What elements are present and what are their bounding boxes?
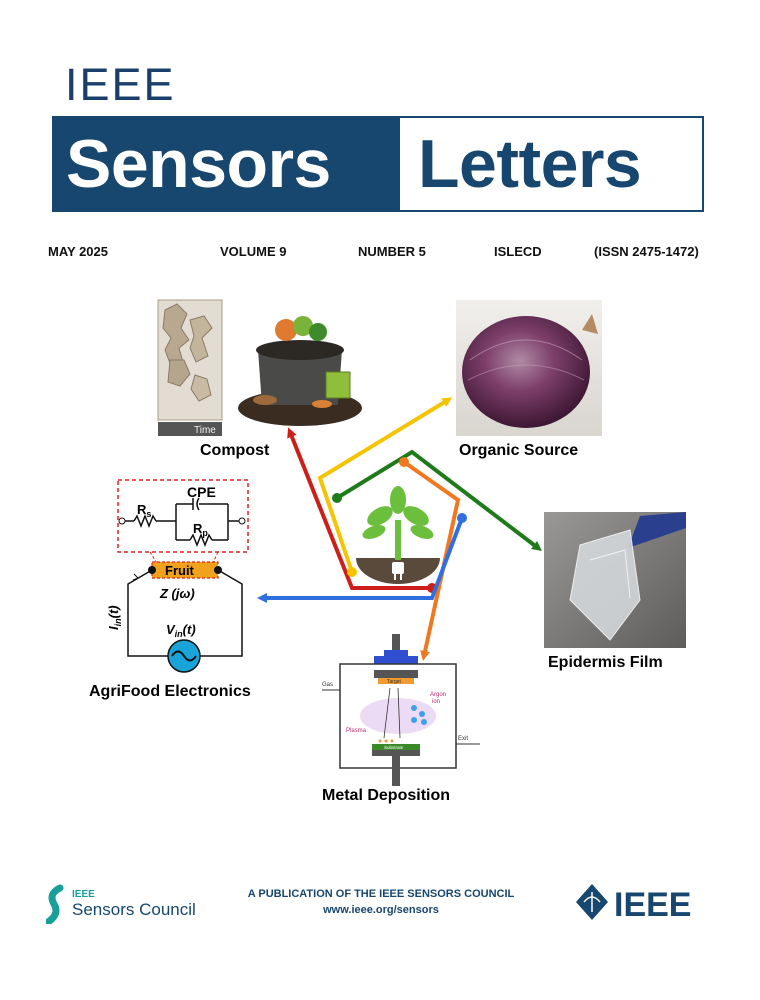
fruit-label: Fruit — [165, 563, 195, 578]
input-voltage-label: Vin(t) — [166, 622, 196, 639]
target-label: Target — [387, 679, 402, 685]
gas-label: Gas — [322, 682, 333, 688]
issue-code: ISLECD — [494, 244, 542, 259]
council-name-text: Sensors Council — [72, 900, 196, 919]
onion-photo — [456, 300, 602, 436]
arrow-red — [287, 427, 432, 590]
sensors-council-swoosh-icon — [46, 884, 64, 924]
impedance-label: Z (jω) — [159, 586, 195, 601]
compost-illustration — [157, 299, 362, 436]
substrate-label: Substrate — [384, 745, 404, 750]
sputter-chamber-diagram — [322, 634, 480, 786]
input-current-label: Iin(t) — [106, 605, 123, 630]
sensors-council-logo: IEEE Sensors Council — [46, 884, 196, 924]
compost-label: Compost — [200, 442, 270, 459]
exit-label: Exit — [458, 736, 468, 742]
rp-label: Rp — [193, 521, 208, 538]
council-ieee-text: IEEE — [72, 889, 95, 900]
arrow-blue — [257, 517, 464, 603]
issue-volume: VOLUME 9 — [220, 244, 287, 259]
metal-deposition-label: Metal Deposition — [322, 787, 450, 804]
title-banner-dark-block — [54, 118, 400, 210]
argon-label: Argon — [430, 692, 446, 698]
circuit-diagram — [117, 479, 249, 673]
cpe-label: CPE — [187, 484, 216, 500]
council-url-link[interactable]: www.ieee.org/sensors — [323, 904, 439, 916]
arrow-orange-start-dot — [399, 457, 409, 467]
epidermis-film-photo — [544, 512, 686, 648]
issue-issn: (ISSN 2475-1472) — [594, 244, 699, 259]
cover-figure: Time Compost Organic Source Epidermis Fi… — [89, 299, 686, 804]
title-word-letters: Letters — [418, 126, 642, 202]
arrow-blue-start-dot — [457, 513, 467, 523]
arrow-green — [335, 449, 542, 552]
issue-date: MAY 2025 — [48, 244, 108, 259]
publication-statement: A PUBLICATION OF THE IEEE SENSORS COUNCI… — [247, 888, 515, 900]
plant-plug-icon — [356, 486, 440, 584]
arrow-green-start-dot — [332, 493, 342, 503]
ieee-logo-text: IEEE — [614, 886, 691, 924]
issue-number: NUMBER 5 — [358, 244, 426, 259]
arrow-yellow-start-dot — [347, 567, 357, 577]
publisher-name: IEEE — [65, 59, 176, 110]
rs-label: Rs — [137, 502, 151, 519]
compost-time-label: Time — [194, 425, 216, 436]
agrifood-label: AgriFood Electronics — [89, 683, 251, 700]
title-word-sensors: Sensors — [66, 126, 331, 202]
argon-ion-label: ion — [432, 699, 440, 705]
plasma-label: Plasma — [346, 728, 367, 734]
arrow-yellow — [317, 397, 453, 573]
ieee-logo: IEEE — [576, 884, 691, 924]
epidermis-film-label: Epidermis Film — [548, 654, 663, 671]
arrow-orange — [402, 460, 461, 661]
organic-source-label: Organic Source — [459, 442, 578, 459]
journal-title-banner: Sensors Letters — [52, 116, 704, 212]
